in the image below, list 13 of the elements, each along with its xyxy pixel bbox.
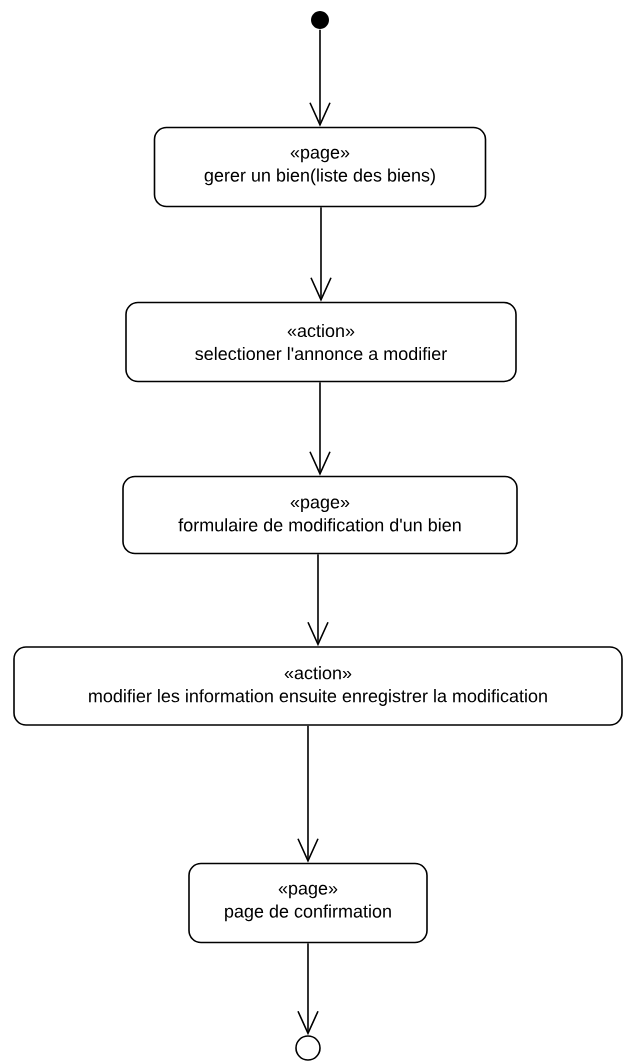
activity-box: «action» selectioner l'annonce a modifier: [125, 301, 517, 383]
final-node: [295, 1035, 321, 1061]
arrow: [309, 29, 331, 127]
arrow: [310, 206, 332, 302]
initial-node: [311, 11, 329, 29]
activity-box: «page» formulaire de modification d'un bien: [122, 475, 518, 555]
activity-box: «action» modifier les information ensuite enregistrer la modification: [13, 646, 623, 726]
arrow: [297, 942, 319, 1036]
activity-box: «page» page de confirmation: [188, 862, 428, 944]
activity-box: «page» gerer un bien(liste des biens): [153, 126, 487, 208]
arrow: [309, 381, 331, 476]
arrow: [307, 553, 329, 647]
arrow: [297, 725, 319, 863]
